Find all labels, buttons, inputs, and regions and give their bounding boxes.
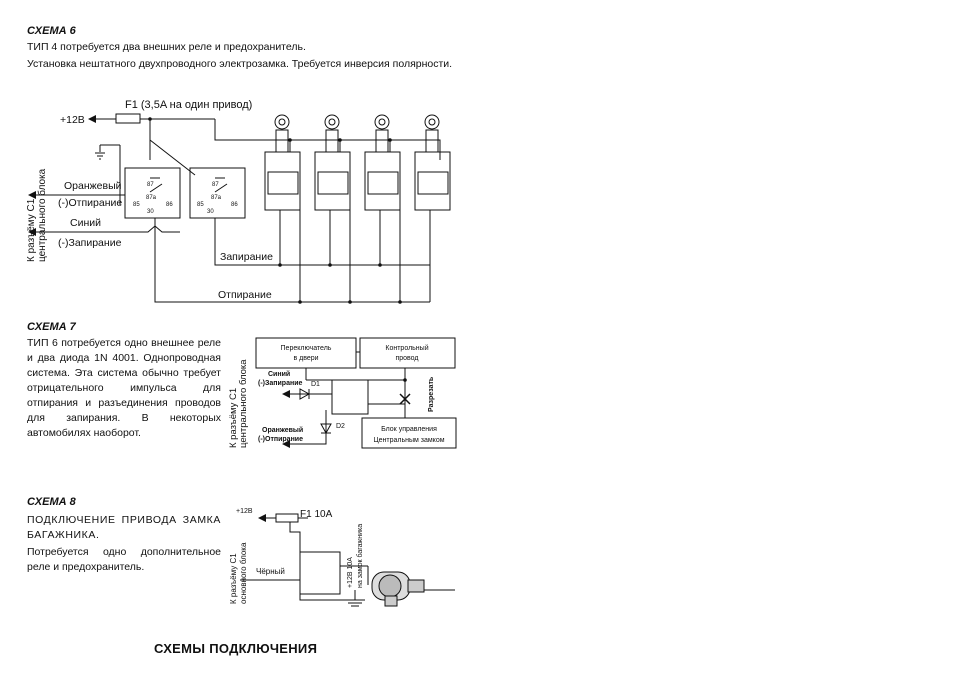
diode-d2 bbox=[320, 423, 332, 435]
scheme7-text: ТИП 6 потребуется одно внешнее реле и дв… bbox=[27, 337, 221, 439]
scheme8-text: Потребуется одно дополнительное реле и п… bbox=[27, 546, 221, 573]
cl-unit-label-1: Блок управления bbox=[381, 426, 437, 433]
door-switch-label-2: в двери bbox=[293, 355, 318, 362]
connector-label-7b: центрального блока bbox=[238, 359, 249, 448]
cut-mark-icon bbox=[399, 393, 411, 405]
fuse-label: F1 (3,5A на один привод) bbox=[125, 99, 252, 111]
trunk-label-2: на замок багажника bbox=[356, 524, 364, 588]
actuator-4 bbox=[414, 114, 451, 211]
relay1-pin-86: 86 bbox=[166, 202, 173, 208]
connector-label-8a: К разъёму С1 bbox=[229, 553, 238, 604]
black-wire-label: Чёрный bbox=[256, 567, 285, 576]
relay1-pin-85: 85 bbox=[133, 202, 140, 208]
actuator-3 bbox=[364, 114, 401, 211]
actuator-2 bbox=[314, 114, 351, 211]
plus12-label-8: +12В bbox=[236, 508, 253, 515]
relay2-pin-85: 85 bbox=[197, 202, 204, 208]
scheme6-line1: ТИП 4 потребуется два внешних реле и пре… bbox=[27, 41, 306, 53]
relay1-pin-87: 87 bbox=[147, 182, 154, 188]
plus12-label: +12В bbox=[60, 114, 85, 126]
relay1-pin-87a: 87a bbox=[146, 195, 157, 201]
door-switch-label-1: Переключатель bbox=[281, 345, 332, 352]
control-wire-label-1: Контрольный bbox=[385, 344, 428, 352]
cut-label: Разрезать bbox=[428, 376, 435, 412]
d2-label: D2 bbox=[336, 423, 345, 430]
bus-unlock-label: Отпирание bbox=[218, 289, 272, 301]
scheme7-relay bbox=[331, 379, 369, 415]
actuator-1 bbox=[264, 114, 301, 211]
d1-label: D1 bbox=[311, 381, 320, 388]
relay2-pin-30: 30 bbox=[207, 209, 214, 215]
fuse-f1-10a bbox=[275, 513, 299, 523]
unlock-label: (-)Отпирание bbox=[58, 197, 122, 209]
relay2-pin-87: 87 bbox=[212, 182, 219, 188]
fuse-label-8: F1 10A bbox=[300, 509, 333, 520]
control-wire-box bbox=[359, 337, 456, 369]
connector-label-6a: К разъёму С1 bbox=[26, 198, 37, 262]
control-wire-label-2: провод bbox=[395, 355, 418, 362]
diode-d1 bbox=[299, 388, 311, 400]
blue-lock-label-1: Синий bbox=[268, 370, 290, 378]
page-footer-title: СХЕМЫ ПОДКЛЮЧЕНИЯ bbox=[154, 641, 318, 656]
relay2-pin-86: 86 bbox=[231, 202, 238, 208]
trunk-actuator bbox=[371, 571, 425, 607]
relay-2 bbox=[189, 167, 246, 219]
orange-unlock-label-1: Оранжевый bbox=[262, 426, 303, 434]
scheme7-heading: СХЕМА 7 bbox=[27, 321, 76, 333]
bus-lock-label: Запирание bbox=[220, 251, 273, 263]
blue-wire-label: Синий bbox=[70, 217, 101, 229]
trunk-label-1: +12В 10А bbox=[347, 557, 354, 588]
cl-unit-box bbox=[361, 417, 457, 449]
orange-unlock-label-2: (-)Отпирание bbox=[258, 436, 303, 443]
orange-wire-label: Оранжевый bbox=[64, 180, 122, 192]
connector-label-7a: К разъёму С1 bbox=[228, 388, 239, 448]
scheme6-line2: Установка нештатного двухпроводного элек… bbox=[27, 58, 453, 70]
relay-1 bbox=[124, 167, 181, 219]
scheme8-relay bbox=[299, 551, 341, 595]
scheme8-title: ПОДКЛЮЧЕНИЕ ПРИВОДА ЗАМКА БАГАЖНИКА. bbox=[27, 514, 221, 541]
blue-lock-label-2: (-)Запирание bbox=[258, 380, 303, 387]
scheme6-heading: СХЕМА 6 bbox=[27, 25, 76, 37]
cl-unit-label-2: Центральным замком bbox=[373, 437, 444, 444]
connector-label-8b: основного блока bbox=[239, 542, 248, 604]
connector-label-6b: центрального блока bbox=[36, 168, 48, 262]
relay2-pin-87a: 87a bbox=[211, 195, 222, 201]
scheme8-heading: СХЕМА 8 bbox=[27, 496, 76, 508]
relay1-pin-30: 30 bbox=[147, 209, 154, 215]
lock-label: (-)Запирание bbox=[58, 237, 122, 249]
